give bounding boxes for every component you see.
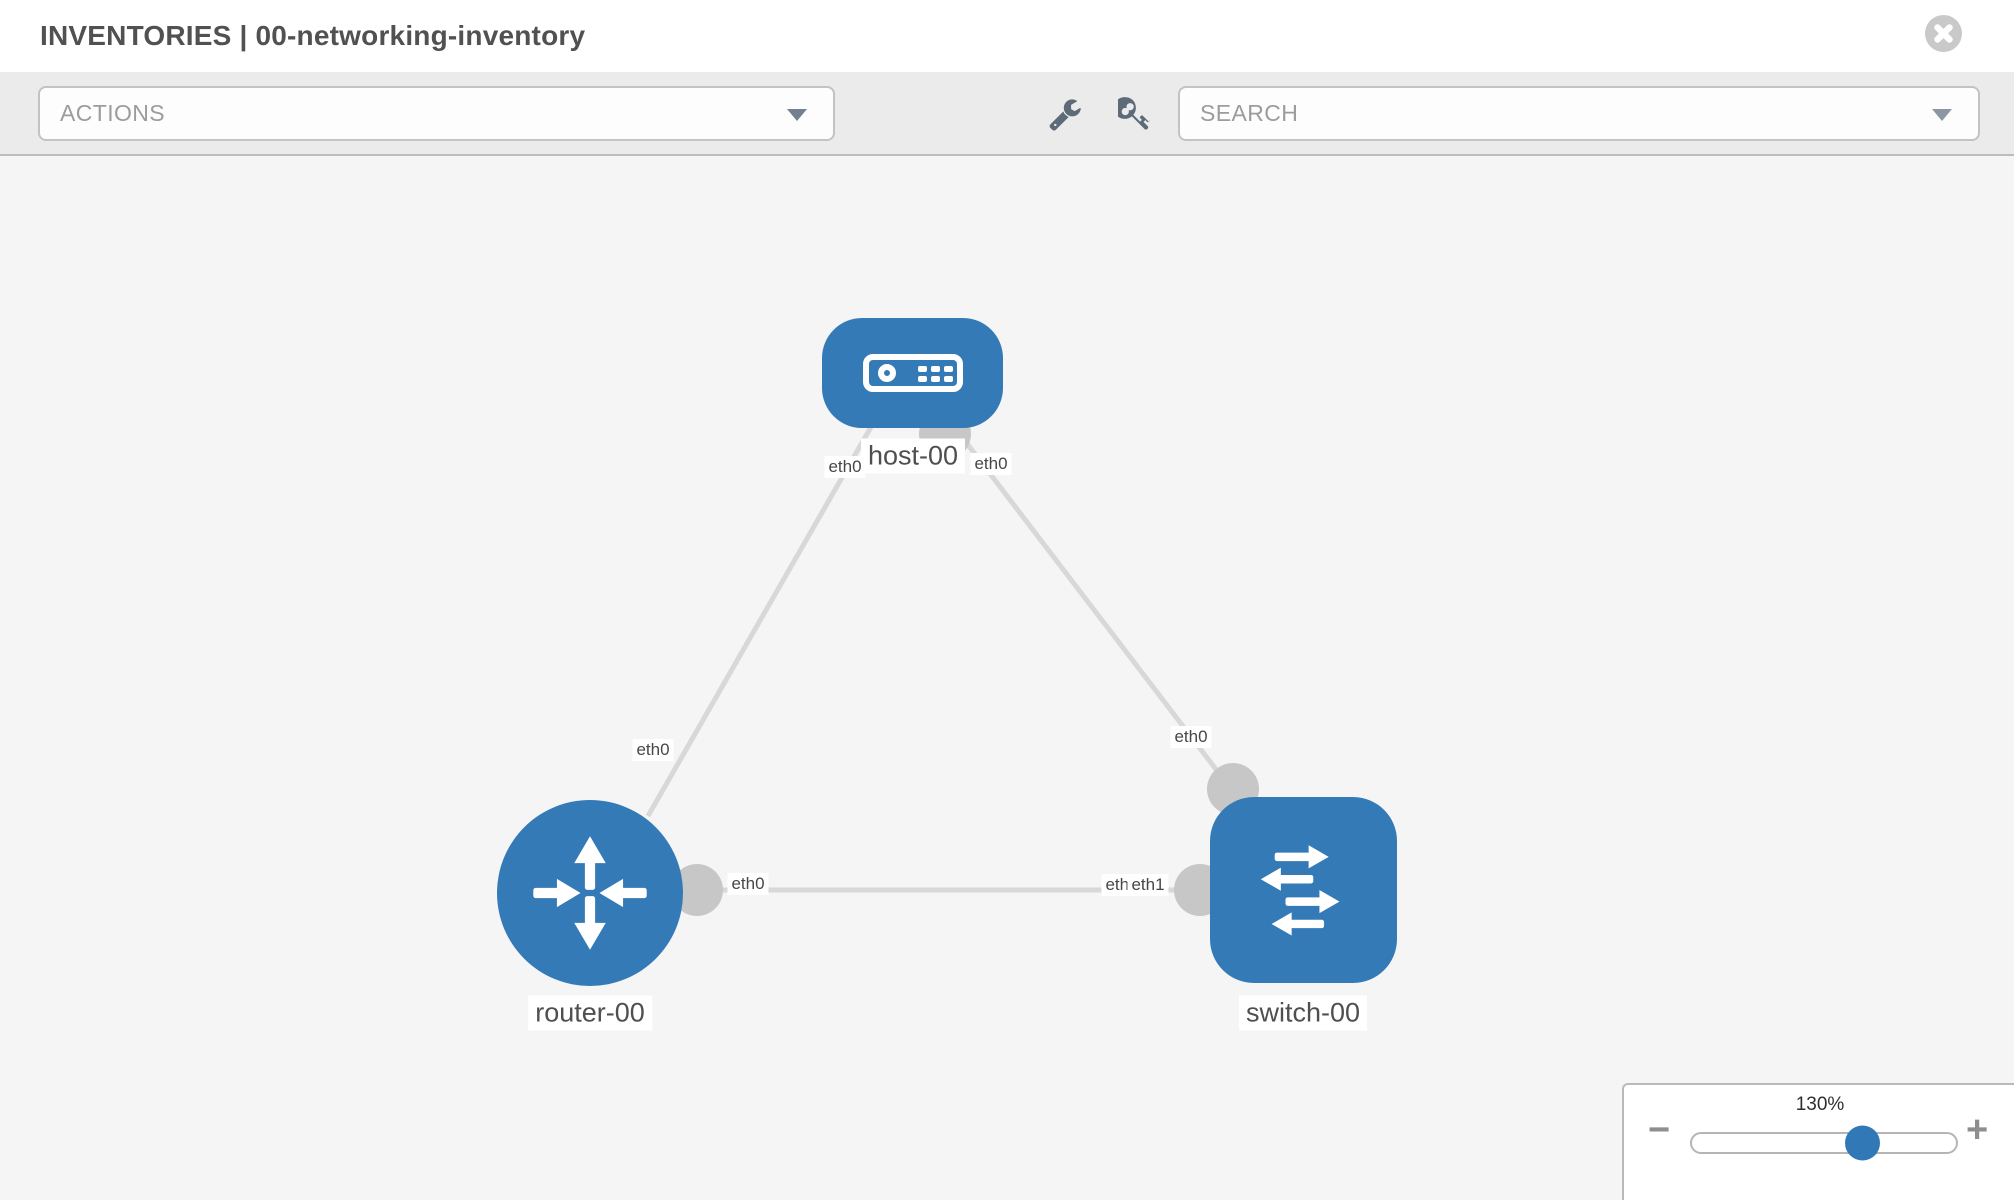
interface-connector-router — [671, 864, 723, 916]
key-icon — [1114, 97, 1150, 130]
node-label-switch: switch-00 — [1238, 995, 1368, 1031]
zoom-slider-track[interactable] — [1690, 1125, 1958, 1161]
links-layer — [645, 408, 1259, 916]
header-bar: INVENTORIES | 00-networking-inventory — [0, 0, 2014, 73]
node-label-router: router-00 — [528, 995, 652, 1031]
router-arrows-icon — [533, 836, 647, 950]
zoom-control-panel: 130% − + — [1622, 1083, 2014, 1200]
zoom-in-button[interactable]: + — [1966, 1109, 1989, 1151]
node-label-host: host-00 — [860, 438, 966, 474]
host-device-icon — [862, 354, 963, 392]
zoom-level-value: 130% — [1795, 1094, 1845, 1115]
zoom-out-button[interactable]: − — [1648, 1109, 1671, 1151]
search-dropdown[interactable]: SEARCH — [1178, 86, 1980, 141]
interface-label: eth0 — [1170, 726, 1212, 748]
credentials-button[interactable] — [1114, 97, 1152, 131]
switch-arrows-icon — [1260, 845, 1339, 936]
zoom-slider-thumb[interactable] — [1845, 1125, 1880, 1161]
configure-button[interactable] — [1048, 97, 1082, 131]
interface-label: eth0 — [824, 456, 866, 478]
interface-label: eth0 — [970, 453, 1012, 475]
search-dropdown-label: SEARCH — [1200, 100, 1299, 126]
topology-canvas[interactable]: eth0 eth0 eth0 eth0 eth0 eth0 eth1 host-… — [0, 156, 2014, 1200]
node-router-00[interactable] — [497, 800, 683, 986]
link-host-router — [645, 418, 878, 818]
toolbar: ACTIONS SEARCH — [0, 72, 2014, 156]
actions-dropdown-label: ACTIONS — [60, 100, 166, 126]
page-title: INVENTORIES | 00-networking-inventory — [40, 20, 586, 51]
interface-label: eth1 — [1127, 874, 1169, 896]
node-switch-00[interactable] — [1210, 797, 1397, 983]
close-button[interactable] — [1925, 15, 1962, 52]
wrench-icon — [1049, 99, 1081, 131]
interface-label: eth0 — [727, 873, 769, 895]
caret-down-icon — [787, 109, 807, 121]
close-icon — [1934, 24, 1953, 43]
actions-dropdown[interactable]: ACTIONS — [38, 86, 835, 141]
interface-label: eth0 — [632, 739, 674, 761]
caret-down-icon — [1932, 109, 1952, 121]
node-host-00[interactable] — [822, 318, 1003, 428]
